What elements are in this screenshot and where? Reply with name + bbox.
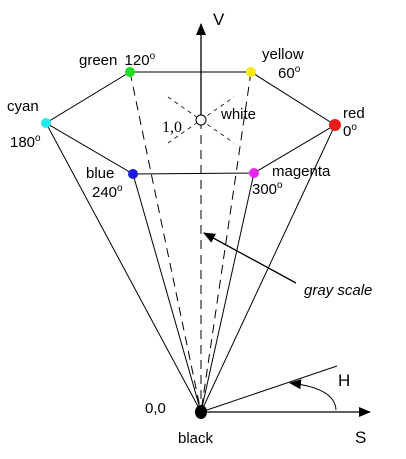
label-blue-angle: 240o xyxy=(92,183,123,201)
edge-blue-black xyxy=(132,173,202,413)
vertex-blue-dot xyxy=(128,169,138,179)
label-black-value: 0,0 xyxy=(145,400,166,417)
label-yellow-angle: 60o xyxy=(278,64,301,82)
vertex-cyan-dot xyxy=(41,118,51,128)
hidden-edge-yellow-black xyxy=(200,71,252,413)
vertex-magenta-dot xyxy=(249,168,259,178)
gray-scale-arrow xyxy=(203,232,297,284)
label-white-value: 1,0 xyxy=(162,119,182,136)
s-axis-label: S xyxy=(355,428,366,447)
vertex-yellow-dot xyxy=(246,67,256,77)
hue-arc-arrow xyxy=(289,379,337,411)
label-cyan-name: cyan xyxy=(7,98,39,115)
hue-line xyxy=(200,365,338,413)
label-red-angle: 0o xyxy=(343,122,357,140)
edge-magenta-black xyxy=(200,172,255,413)
label-gray-scale: gray scale xyxy=(304,282,372,299)
vertex-red-dot xyxy=(329,119,341,131)
label-magenta-name: magenta xyxy=(272,163,331,180)
v-axis-label: V xyxy=(213,10,225,29)
label-black-name: black xyxy=(178,430,214,447)
label-yellow-name: yellow xyxy=(262,46,304,63)
hexagon-top xyxy=(45,71,336,175)
label-green: green 120o xyxy=(79,51,156,69)
vertex-green-dot xyxy=(125,67,135,77)
edge-cyan-black xyxy=(45,122,202,413)
black-point xyxy=(195,405,207,419)
label-cyan-angle: 180o xyxy=(10,133,41,151)
white-point xyxy=(195,114,207,126)
hidden-edge-green-black xyxy=(129,71,202,413)
label-white-name: white xyxy=(220,106,256,123)
label-red-name: red xyxy=(343,105,365,122)
h-axis-label: H xyxy=(338,371,350,390)
label-blue-name: blue xyxy=(86,165,114,182)
label-magenta-angle: 300o xyxy=(252,180,283,198)
